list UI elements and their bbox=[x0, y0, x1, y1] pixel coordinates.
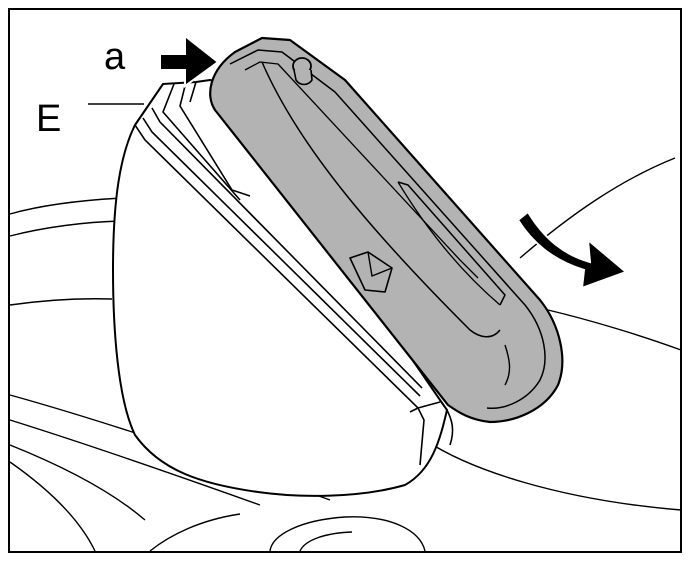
callout-a: a bbox=[104, 36, 126, 78]
rotate-arrow bbox=[516, 210, 628, 290]
cradle-rails bbox=[134, 81, 454, 466]
push-arrow bbox=[159, 33, 220, 88]
background-lines bbox=[9, 157, 682, 552]
cradle-body bbox=[112, 79, 448, 497]
callout-e: E bbox=[36, 98, 61, 140]
remote-module bbox=[209, 36, 564, 424]
